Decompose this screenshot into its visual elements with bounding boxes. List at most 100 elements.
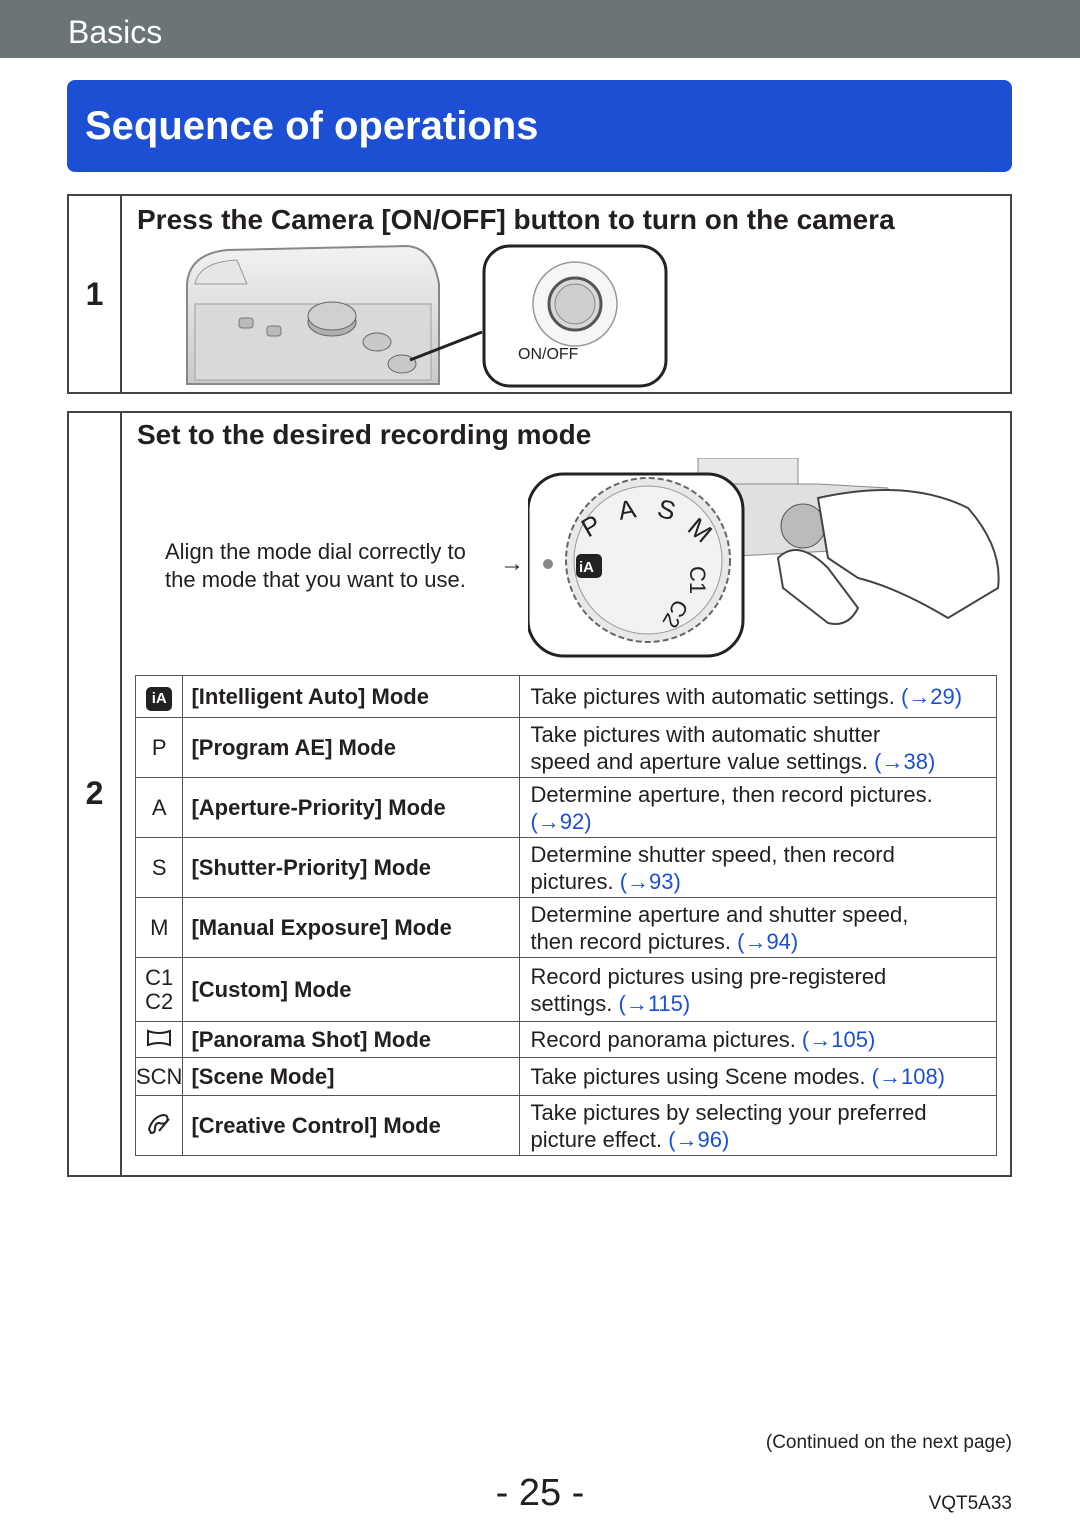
svg-text:C1: C1: [685, 566, 710, 594]
description-text: Take pictures using Scene modes.: [530, 1064, 872, 1089]
mode-name: [Scene Mode]: [182, 1057, 521, 1096]
page-number: - 25 -: [495, 1472, 585, 1514]
page-reference-link[interactable]: (→108): [871, 1064, 945, 1089]
description-line: Record pictures using pre-registered: [530, 963, 986, 990]
mode-description: Take pictures using Scene modes. (→108): [519, 1057, 997, 1096]
description-text: Take pictures with automatic settings.: [530, 684, 901, 709]
description-line: Determine shutter speed, then record: [530, 841, 986, 868]
description-line: Take pictures with automatic shutter: [530, 721, 986, 748]
s-mode-icon: S: [134, 837, 184, 898]
page-title: Sequence of operations: [85, 104, 539, 148]
description-text: picture effect.: [530, 1126, 669, 1152]
mode-letter-icon: P: [151, 734, 167, 760]
mode-name: [Shutter-Priority] Mode: [182, 837, 521, 898]
a-mode-icon: A: [134, 777, 184, 838]
step2-number-column: 2: [69, 413, 122, 1175]
mode-dial-hint: Align the mode dial correctly to the mod…: [165, 538, 466, 594]
description-text: Record panorama pictures.: [530, 1027, 802, 1052]
m-mode-icon: M: [134, 897, 184, 958]
intelligent-auto-icon: iA: [146, 686, 173, 711]
description-line: pictures. (→93): [530, 868, 986, 895]
description-text: Determine shutter speed, then record: [530, 841, 895, 867]
description-text: Take pictures with automatic shutter: [530, 721, 881, 747]
step2-number: 2: [85, 775, 104, 811]
description-line: Take pictures using Scene modes. (→108): [530, 1063, 986, 1090]
mode-description: Determine aperture and shutter speed,the…: [519, 897, 997, 958]
description-line: speed and aperture value settings. (→38): [530, 748, 986, 775]
mode-name: [Custom] Mode: [182, 957, 521, 1022]
description-line: Determine aperture, then record pictures…: [530, 781, 986, 808]
mode-letter-icon: SCN: [136, 1063, 183, 1089]
description-line: picture effect. (→96): [530, 1126, 986, 1153]
continued-note: (Continued on the next page): [765, 1432, 1012, 1453]
page-reference-link[interactable]: (→29): [900, 684, 963, 709]
page-reference-link[interactable]: (→94): [737, 928, 799, 954]
model-code: VQT5A33: [928, 1493, 1012, 1514]
description-line: Take pictures with automatic settings. (…: [530, 683, 986, 710]
mode-description: Take pictures by selecting your preferre…: [519, 1095, 997, 1156]
hint-line-2: the mode that you want to use.: [165, 567, 466, 592]
description-text: Determine aperture, then record pictures…: [530, 781, 933, 807]
mode-description: Take pictures with automatic settings. (…: [519, 675, 997, 718]
page-reference-link[interactable]: (→92): [530, 808, 592, 834]
page-reference-link[interactable]: (→38): [874, 748, 936, 774]
mode-description: Record panorama pictures. (→105): [519, 1021, 997, 1058]
svg-text:A: A: [616, 493, 639, 526]
p-mode-icon: P: [134, 717, 184, 778]
camera-top-illustration: [186, 244, 668, 388]
mode-row: SCN[Scene Mode] Take pictures using Scene…: [134, 1057, 997, 1096]
description-text: then record pictures.: [530, 928, 738, 954]
on-off-label: ON/OFF: [518, 346, 579, 363]
step1-number-column: 1: [69, 196, 122, 392]
svg-text:iA: iA: [579, 559, 594, 576]
description-line: then record pictures. (→94): [530, 928, 986, 955]
mode-dial-illustration: P A S M C1 C2 iA: [528, 458, 1000, 658]
mode-name: [Program AE] Mode: [182, 717, 521, 778]
page-reference-link[interactable]: (→96): [668, 1126, 730, 1152]
creative-control-icon: [134, 1095, 184, 1156]
mode-name: [Creative Control] Mode: [182, 1095, 521, 1156]
mode-description: Determine aperture, then record pictures…: [519, 777, 997, 838]
mode-name: [Intelligent Auto] Mode: [182, 675, 521, 718]
step2-heading: Set to the desired recording mode: [137, 419, 592, 450]
step2-box: 2 Set to the desired recording mode: [67, 411, 1012, 1177]
intelligent-auto-icon-cell: iA: [134, 675, 184, 718]
section-label: Basics: [68, 14, 163, 50]
step1-number: 1: [85, 276, 104, 312]
description-line: Record panorama pictures. (→105): [530, 1026, 986, 1053]
title-banner: Sequence of operations: [67, 80, 1012, 172]
hint-arrow: →: [500, 550, 524, 577]
step1-heading: Press the Camera [ON/OFF] button to turn…: [137, 204, 895, 235]
page-reference-link[interactable]: (→105): [801, 1027, 876, 1052]
page-reference-link[interactable]: (→93): [619, 868, 681, 894]
description-text: settings.: [530, 990, 619, 1016]
page-reference-link[interactable]: (→115): [618, 990, 691, 1016]
mode-letter-icon: A: [151, 794, 167, 820]
step1-box: 1 Press the Camera [ON/OFF] button to tu…: [67, 194, 1012, 394]
description-text: speed and aperture value settings.: [530, 748, 875, 774]
description-line: Take pictures by selecting your preferre…: [530, 1099, 986, 1126]
description-text: Record pictures using pre-registered: [530, 963, 887, 989]
hint-line-1: Align the mode dial correctly to: [165, 539, 466, 564]
mode-name: [Manual Exposure] Mode: [182, 897, 521, 958]
section-header: Basics: [0, 0, 1080, 58]
mode-row: [Creative Control] Mode Take pictures by …: [134, 1095, 997, 1156]
mode-letter-icon: M: [150, 914, 169, 940]
description-line: settings. (→115): [530, 990, 986, 1017]
description-text: pictures.: [530, 868, 620, 894]
description-text: Determine aperture and shutter speed,: [530, 901, 909, 927]
description-text: Take pictures by selecting your preferre…: [530, 1099, 927, 1125]
mode-letter-icon: S: [151, 854, 167, 880]
